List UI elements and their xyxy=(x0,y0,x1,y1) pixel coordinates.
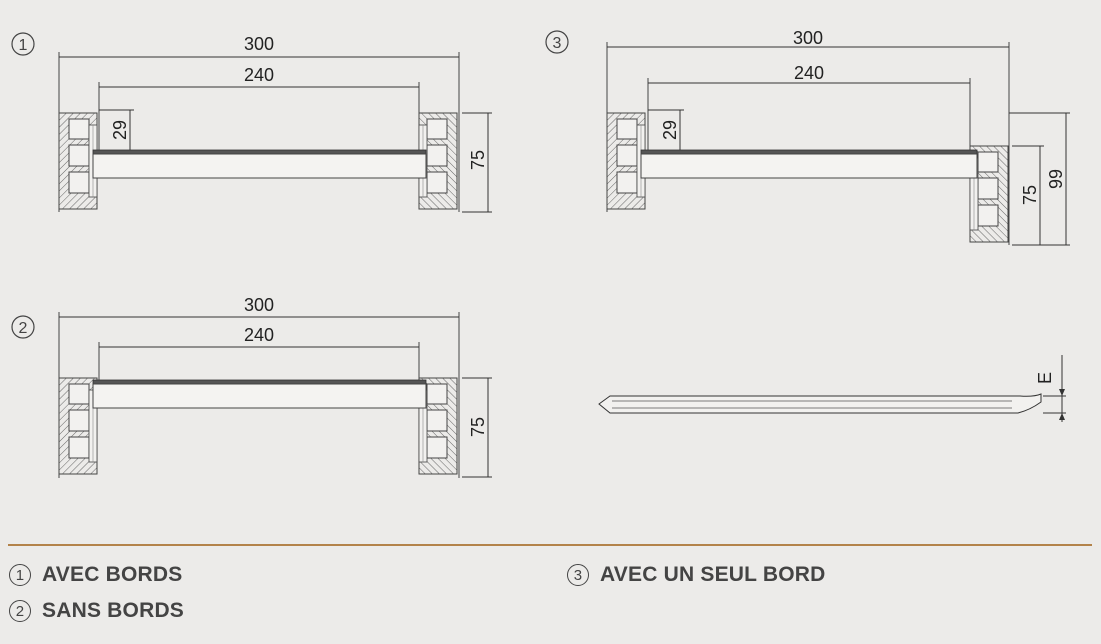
drawing-1-avec-bords: 1 300 240 29 75 xyxy=(11,32,492,213)
legend-item-avec-un-seul-bord: 3 AVEC UN SEUL BORD xyxy=(567,563,825,587)
profile-drawings: 1 300 240 29 75 2 300 xyxy=(11,28,1070,478)
drawing-3-number: 3 xyxy=(553,35,562,52)
drawing-3-height: 75 xyxy=(1020,185,1040,205)
legend-divider xyxy=(8,544,1092,546)
legend-label-3: AVEC UN SEUL BORD xyxy=(600,563,826,586)
legend-label-1: AVEC BORDS xyxy=(42,563,183,586)
drawing-4-thickness-label: E xyxy=(1035,372,1055,384)
drawing-2-number-circle xyxy=(11,315,35,339)
drawing-3-number-circle xyxy=(545,30,569,54)
drawing-3-depth: 29 xyxy=(660,120,680,140)
drawing-3-width-total: 300 xyxy=(793,28,823,48)
drawing-2-width-total: 300 xyxy=(244,295,274,315)
legend-number-3: 3 xyxy=(567,564,589,586)
drawing-2-width-inner: 240 xyxy=(244,325,274,345)
drawing-3-width-inner: 240 xyxy=(794,63,824,83)
drawing-2-number: 2 xyxy=(19,320,28,337)
drawing-1-number: 1 xyxy=(19,37,28,54)
drawing-3-height-total: 99 xyxy=(1046,169,1066,189)
drawing-1-depth: 29 xyxy=(110,120,130,140)
drawing-1-width-inner: 240 xyxy=(244,65,274,85)
drawing-2-height: 75 xyxy=(468,417,488,437)
drawing-1-height: 75 xyxy=(468,150,488,170)
drawing-1-number-circle xyxy=(11,32,35,56)
legend-number-2: 2 xyxy=(9,600,31,622)
legend-number-1: 1 xyxy=(9,564,31,586)
legend-label-2: SANS BORDS xyxy=(42,599,185,622)
legend-item-sans-bords: 2 SANS BORDS xyxy=(9,599,184,623)
drawing-2-sans-bords: 2 300 240 75 xyxy=(11,295,492,478)
drawing-3-avec-un-seul-bord: 3 300 240 29 75 99 xyxy=(545,28,1070,246)
legend-item-avec-bords: 1 AVEC BORDS xyxy=(9,563,182,587)
drawing-1-width-total: 300 xyxy=(244,34,274,54)
drawing-4-side-view: E xyxy=(598,355,1066,422)
